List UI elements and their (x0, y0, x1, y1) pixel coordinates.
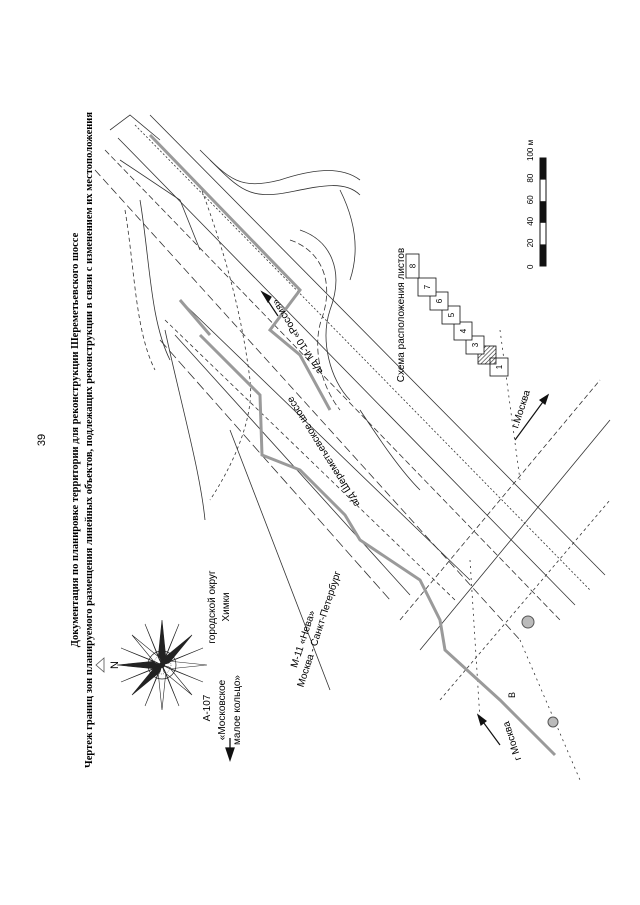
label-to-moscow-bottom: г Москва (501, 719, 524, 761)
label-district-1: городской округ (207, 570, 218, 644)
m10-arrow (260, 290, 279, 317)
title-line-1: Документация по планировке территории дл… (70, 232, 81, 647)
sheet-box (417, 277, 437, 297)
scale-tick-label: 20 (526, 238, 535, 247)
to-moscow-bottom-arrow (476, 713, 501, 746)
sheet-box-label: 1 (495, 364, 504, 369)
marker-circle (547, 716, 559, 728)
sheet-box-label: 7 (423, 284, 432, 289)
compass-n-arrow (95, 657, 105, 673)
sheet-box-label: 3 (471, 342, 480, 347)
label-to-moscow-top: г.Москва (510, 388, 533, 429)
marker-circle (521, 615, 535, 629)
sheet-box (441, 305, 461, 325)
scale-bar (539, 157, 547, 267)
label-a107-name-2: малое кольцо» (232, 675, 243, 745)
zone-boundary (148, 133, 557, 757)
sheet-box-label: 6 (435, 298, 444, 303)
page-number: 39 (36, 434, 48, 446)
label-sheremetyevo-road: а/д Шереметьевское шоссе (285, 394, 362, 509)
scale-tick-label: 0 (526, 264, 535, 269)
label-district-2: Химки (221, 592, 232, 621)
sheet-scheme-title: Схема расположения листов (396, 248, 407, 382)
compass-rose-icon (116, 619, 208, 711)
scale-tick-label: 60 (526, 195, 535, 204)
scale-tick-label: 100 м (526, 140, 535, 161)
section-mark: В (507, 692, 517, 698)
compass-n-label: N (109, 661, 121, 669)
to-moscow-top-arrow (514, 393, 550, 441)
sheet-box (465, 335, 485, 355)
road-network (94, 114, 611, 781)
label-a107: А-107 (202, 694, 213, 721)
title-line-2: Чертеж границ зон планируемого размещени… (84, 112, 95, 768)
sheet-box-label: 8 (409, 263, 418, 268)
sheet-box (453, 321, 473, 341)
sheet-scheme-grid: 1 3 4 5 6 7 8 (405, 253, 509, 377)
sheet-box-label: 5 (447, 312, 456, 317)
label-a107-name-1: «Московское (217, 679, 228, 740)
a107-arrow (225, 738, 235, 763)
sheet-box (405, 253, 420, 279)
sheet-box (429, 291, 449, 311)
scale-tick-label: 80 (526, 173, 535, 182)
sheet-box-label: 4 (459, 328, 468, 333)
scale-tick-label: 40 (526, 216, 535, 225)
scale-tick-labels: 0 20 40 60 80 100 м (526, 140, 535, 269)
